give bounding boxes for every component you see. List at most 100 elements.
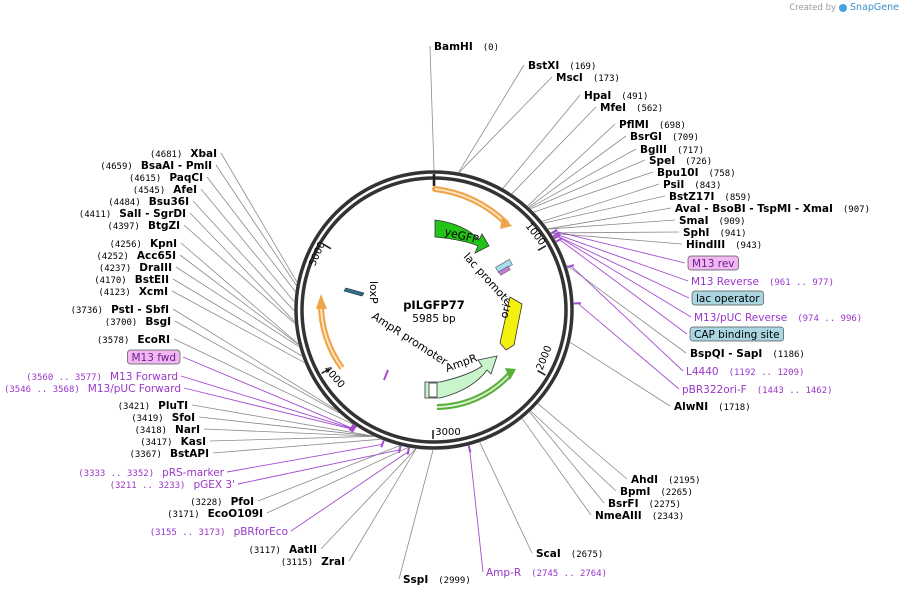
enzyme-position: (3117) bbox=[248, 546, 281, 556]
site-position: (974 .. 996) bbox=[797, 314, 862, 324]
orange-band-top-arrow bbox=[500, 216, 512, 229]
enzyme-site: BspQI - SapI (1186) bbox=[690, 348, 805, 360]
enzyme-position: (4237) bbox=[99, 264, 132, 274]
enzyme-name: BamHI bbox=[434, 41, 473, 53]
enzyme-name: Acc65I bbox=[137, 250, 176, 262]
enzyme-name: AvaI - BsoBI - TspMI - XmaI bbox=[675, 203, 833, 215]
site-box bbox=[687, 255, 739, 271]
enzyme-site: BamHI(0) bbox=[434, 41, 499, 53]
primer-site: M13/pUC Reverse (974 .. 996) bbox=[694, 312, 862, 324]
enzyme-site: BpmI(2265) bbox=[620, 486, 693, 498]
enzyme-position: (859) bbox=[724, 193, 751, 203]
enzyme-site: PfoI(3228) bbox=[190, 496, 254, 508]
enzyme-name: BspQI - SapI bbox=[690, 348, 762, 360]
enzyme-site: PaqCI(4615) bbox=[129, 172, 203, 184]
lac-promoter-feature bbox=[495, 258, 513, 276]
enzyme-leader-line bbox=[529, 411, 605, 504]
enzyme-leader-line bbox=[191, 404, 374, 437]
ruler-tick bbox=[322, 243, 332, 250]
enzyme-leader-line bbox=[548, 219, 676, 230]
enzyme-position: (3700) bbox=[105, 318, 138, 328]
green-band-arrow bbox=[505, 368, 516, 380]
enzyme-site: HpaI(491) bbox=[584, 90, 648, 102]
site-tick bbox=[349, 424, 356, 432]
enzyme-position: (1186) bbox=[772, 350, 805, 360]
site-box bbox=[691, 290, 764, 306]
enzyme-name: BtgZI bbox=[148, 220, 180, 232]
feature-bands bbox=[316, 186, 516, 410]
site-name: M13/pUC Reverse bbox=[694, 312, 787, 324]
enzyme-name: SspI bbox=[403, 574, 428, 586]
site-leader-line bbox=[237, 449, 400, 485]
site-leader-line bbox=[556, 233, 689, 282]
primer-site: pRS-marker(3333 .. 3352) bbox=[78, 467, 224, 479]
primer-site: Amp-R(2745 .. 2764) bbox=[486, 567, 607, 579]
enzyme-position: (907) bbox=[843, 205, 870, 215]
enzyme-site: ZraI(3115) bbox=[281, 556, 345, 568]
orange-band-top-core bbox=[434, 188, 507, 224]
enzyme-position: (4252) bbox=[96, 252, 129, 262]
enzyme-name: MfeI bbox=[600, 102, 626, 114]
site-leader-line bbox=[469, 449, 484, 573]
enzyme-leader-line bbox=[209, 435, 374, 442]
site-name: M13/pUC Forward bbox=[88, 383, 181, 395]
site-position: (3560 .. 3577) bbox=[26, 373, 102, 383]
enzyme-site: Bpu10I(758) bbox=[657, 167, 736, 179]
enzyme-site: AatII(3117) bbox=[248, 544, 317, 556]
enzyme-leader-line bbox=[511, 106, 597, 194]
enzyme-leader-line bbox=[530, 159, 646, 210]
enzyme-position: (3578) bbox=[97, 336, 130, 346]
created-by-text: Created by bbox=[789, 2, 837, 13]
orange-band-left-core bbox=[320, 302, 343, 369]
enzyme-leader-line bbox=[547, 207, 672, 230]
site-tick bbox=[550, 228, 558, 235]
enzyme-site: Bsu36I(4484) bbox=[108, 196, 189, 208]
primer-mark-inner bbox=[383, 369, 389, 381]
site-position: (3333 .. 3352) bbox=[78, 469, 154, 479]
enzyme-leader-line bbox=[542, 183, 660, 222]
site-tick bbox=[553, 233, 561, 240]
enzyme-leader-line bbox=[543, 195, 666, 224]
primer-site: M13 Reverse(961 .. 977) bbox=[691, 276, 834, 288]
site-position: (3546 .. 3568) bbox=[4, 385, 80, 395]
enzyme-site: NmeAIII(2343) bbox=[595, 510, 684, 522]
enzyme-position: (4484) bbox=[108, 198, 141, 208]
enzyme-site: BstAPI(3367) bbox=[129, 448, 209, 460]
primer-site: M13 fwd bbox=[127, 349, 181, 365]
enzyme-site: XcmI(4123) bbox=[98, 286, 168, 298]
site-position: (3211 .. 3233) bbox=[110, 481, 186, 491]
enzyme-name: BsrGI bbox=[630, 131, 662, 143]
enzyme-site: KasI(3417) bbox=[140, 436, 206, 448]
enzyme-name: BglII bbox=[640, 144, 667, 156]
enzyme-site: BsgI(3700) bbox=[105, 316, 171, 328]
primer-site: pBRforEco(3155 .. 3173) bbox=[150, 526, 288, 538]
ruler-tick bbox=[537, 369, 546, 376]
enzyme-leader-line bbox=[458, 64, 525, 173]
enzyme-position: (4170) bbox=[94, 276, 127, 286]
enzyme-leader-line bbox=[174, 320, 340, 414]
enzyme-name: SpeI bbox=[649, 155, 675, 167]
enzyme-name: AlwNI bbox=[674, 401, 708, 413]
enzyme-position: (173) bbox=[593, 74, 620, 84]
site-tick bbox=[348, 424, 355, 431]
plasmid-length: 5985 bp bbox=[412, 313, 456, 325]
enzyme-position: (2675) bbox=[571, 550, 604, 560]
enzyme-name: PfoI bbox=[231, 496, 254, 508]
enzyme-position: (726) bbox=[685, 157, 712, 167]
leader-lines bbox=[171, 45, 692, 580]
site-box bbox=[127, 349, 181, 365]
yegfp-label: yeGFP bbox=[443, 225, 480, 246]
orange-band-left-arrow bbox=[316, 294, 327, 309]
primer-site: M13 Forward(3560 .. 3577) bbox=[26, 371, 178, 383]
enzyme-position: (491) bbox=[621, 92, 648, 102]
green-band-core bbox=[436, 373, 511, 408]
site-name: pBR322ori-F bbox=[682, 384, 747, 396]
enzyme-position: (941) bbox=[719, 229, 746, 239]
enzyme-position: (4411) bbox=[79, 210, 112, 220]
site-position: (2745 .. 2764) bbox=[531, 569, 607, 579]
enzyme-site: AlwNI(1718) bbox=[674, 401, 751, 413]
enzyme-name: PstI - SbfI bbox=[111, 304, 169, 316]
enzyme-leader-line bbox=[173, 338, 354, 425]
enzyme-leader-line bbox=[175, 266, 300, 347]
primer-site: pGEX 3'(3211 .. 3233) bbox=[110, 479, 235, 491]
